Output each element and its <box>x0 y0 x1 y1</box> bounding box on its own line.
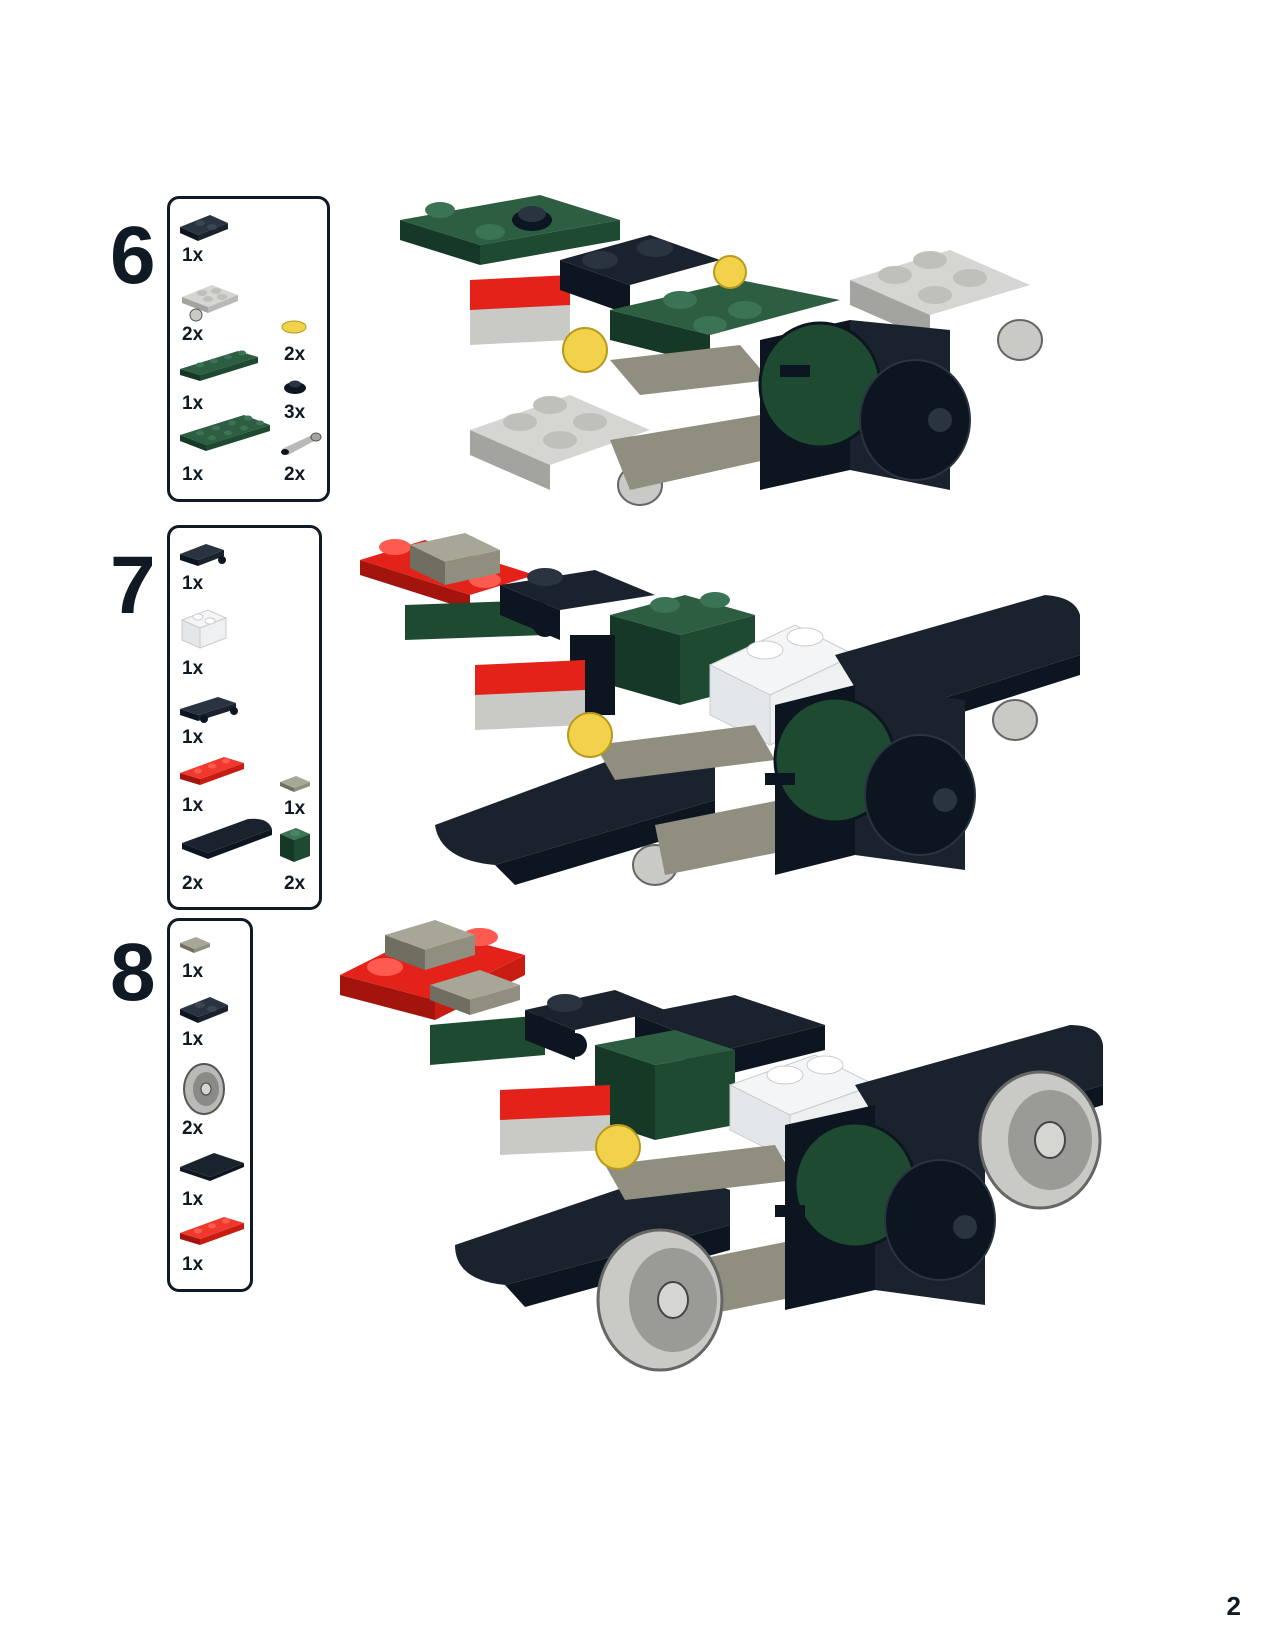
part-quantity: 3x <box>284 402 306 423</box>
step-8-model <box>340 920 1103 1372</box>
yellow-round-tile-icon <box>281 320 307 334</box>
part-quantity: 1x <box>182 658 204 679</box>
gray-pin-icon <box>281 432 322 455</box>
part-quantity: 2x <box>182 324 204 345</box>
parts-list: 1x 1x 2x 1x 1x <box>167 918 253 1292</box>
part-quantity: 1x <box>182 795 204 816</box>
black-clip-plate-1x3-icon <box>180 697 238 723</box>
step-number: 6 <box>110 210 156 301</box>
black-plate-1x2-icon <box>180 215 228 241</box>
part-quantity: 1x <box>182 464 204 485</box>
part-quantity: 1x <box>284 798 306 819</box>
step-number: 8 <box>110 927 156 1018</box>
part-quantity: 2x <box>284 873 306 894</box>
part-quantity: 1x <box>182 961 204 982</box>
step-6-model <box>400 195 1043 506</box>
black-wedge-icon <box>182 818 272 859</box>
part-quantity: 1x <box>182 1189 204 1210</box>
part-quantity: 2x <box>182 1118 204 1139</box>
parts-list: 1x 1x 1x 1x 2x 1x 2x <box>167 525 322 910</box>
step-number: 7 <box>110 540 156 631</box>
black-plate-1x2-icon <box>180 997 228 1023</box>
part-quantity: 1x <box>182 245 204 266</box>
part-quantity: 1x <box>182 727 204 748</box>
green-plate-1x4-icon <box>180 350 258 381</box>
black-round-plate-icon <box>284 380 306 394</box>
part-quantity: 2x <box>284 464 306 485</box>
parts-list: 1x 2x 1x 1x 2x 3x 2x <box>167 196 330 502</box>
gray-plate-with-pin-icon <box>182 285 238 322</box>
black-tile-2x2-icon <box>180 1153 244 1181</box>
part-quantity: 2x <box>182 873 204 894</box>
page-number: 2 <box>1226 1591 1241 1621</box>
clear-brick-1x2-icon <box>180 609 228 649</box>
part-quantity: 1x <box>182 1029 204 1050</box>
tan-tile-1x1-icon <box>180 937 210 953</box>
part-quantity: 1x <box>182 573 204 594</box>
tan-tile-1x1-icon <box>280 776 310 792</box>
red-plate-1x3-icon <box>180 1217 244 1245</box>
part-quantity: 2x <box>284 344 306 365</box>
green-brick-1x1-icon <box>280 828 310 862</box>
black-clip-plate-icon <box>180 544 226 566</box>
red-plate-1x3-icon <box>180 757 244 785</box>
gray-wheel-icon <box>183 1063 225 1115</box>
step-7-model <box>360 533 1080 886</box>
part-quantity: 1x <box>182 1254 204 1275</box>
green-plate-2x4-icon <box>180 415 270 451</box>
part-quantity: 1x <box>182 393 204 414</box>
